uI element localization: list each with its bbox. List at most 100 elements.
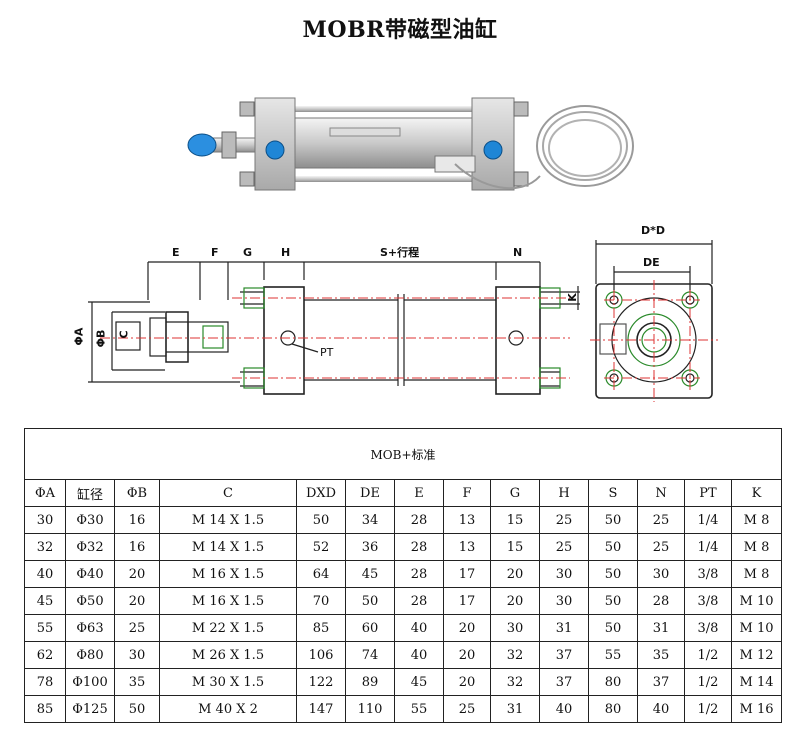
dim-label-phi-b: ΦB [94, 329, 108, 348]
table-cell: 1/2 [684, 695, 732, 723]
table-cell: 50 [588, 560, 638, 588]
table-cell: 25 [637, 506, 685, 534]
table-cell: 40 [394, 641, 444, 669]
header-cell: 缸径 [65, 479, 115, 507]
dim-label-h: H [281, 246, 291, 259]
table-cell: 1/4 [684, 506, 732, 534]
dim-label-f: F [211, 246, 219, 259]
dim-label-dd: D*D [641, 224, 666, 237]
header-cell: F [443, 479, 491, 507]
table-cell: M 10 [731, 614, 782, 642]
table-cell: 80 [588, 695, 638, 723]
table-cell: M 14 X 1.5 [159, 506, 297, 534]
table-cell: 35 [114, 668, 160, 696]
table-cell: 37 [539, 668, 589, 696]
table-cell: 85 [296, 614, 346, 642]
table-cell: 45 [394, 668, 444, 696]
table-cell: M 8 [731, 533, 782, 561]
table-cell: 122 [296, 668, 346, 696]
table-cell: 25 [539, 506, 589, 534]
table-cell: 40 [24, 560, 66, 588]
header-cell: DE [345, 479, 395, 507]
table-cell: 74 [345, 641, 395, 669]
table-cell: 30 [114, 641, 160, 669]
table-cell: 25 [539, 533, 589, 561]
table-cell: M 16 [731, 695, 782, 723]
dim-label-g: G [243, 246, 253, 259]
table-cell: 32 [24, 533, 66, 561]
table-cell: Φ30 [65, 506, 115, 534]
table-cell: 89 [345, 668, 395, 696]
header-cell: PT [684, 479, 732, 507]
table-cell: 64 [296, 560, 346, 588]
header-cell: H [539, 479, 589, 507]
table-cell: 28 [394, 506, 444, 534]
table-cell: 50 [588, 533, 638, 561]
header-cell: G [490, 479, 540, 507]
table-cell: 16 [114, 506, 160, 534]
table-cell: 30 [539, 587, 589, 615]
table-cell: Φ40 [65, 560, 115, 588]
table-cell: 30 [539, 560, 589, 588]
table-cell: 3/8 [684, 587, 732, 615]
table-cell: M 8 [731, 560, 782, 588]
dim-label-e: E [172, 246, 180, 259]
table-cell: 40 [637, 695, 685, 723]
table-cell: Φ100 [65, 668, 115, 696]
table-cell: 30 [490, 614, 540, 642]
table-cell: 31 [490, 695, 540, 723]
table-cell: 1/2 [684, 668, 732, 696]
header-cell: DXD [296, 479, 346, 507]
dim-label-c: C [117, 330, 131, 339]
table-cell: 17 [443, 560, 491, 588]
table-cell: M 14 X 1.5 [159, 533, 297, 561]
table-cell: 80 [588, 668, 638, 696]
table-cell: 37 [539, 641, 589, 669]
table-cell: M 26 X 1.5 [159, 641, 297, 669]
table-cell: Φ32 [65, 533, 115, 561]
table-cell: Φ50 [65, 587, 115, 615]
table-cell: 25 [443, 695, 491, 723]
table-cell: 13 [443, 506, 491, 534]
table-cell: 28 [637, 587, 685, 615]
table-cell: 20 [443, 614, 491, 642]
table-cell: M 16 X 1.5 [159, 560, 297, 588]
cylinder-product-photo [187, 97, 634, 191]
table-cell: 106 [296, 641, 346, 669]
table-cell: 40 [394, 614, 444, 642]
table-cell: M 10 [731, 587, 782, 615]
table-cell: 28 [394, 533, 444, 561]
table-cell: 36 [345, 533, 395, 561]
spec-table: MOB+标准 ΦA 缸径 ΦB C DXD DE E F G H S N PT … [24, 428, 782, 723]
table-cell: Φ63 [65, 614, 115, 642]
table-cell: 25 [637, 533, 685, 561]
table-cell: 50 [588, 614, 638, 642]
header-cell: N [637, 479, 685, 507]
table-cell: M 16 X 1.5 [159, 587, 297, 615]
table-cell: 50 [345, 587, 395, 615]
table-cell: 20 [443, 641, 491, 669]
table-cell: M 30 X 1.5 [159, 668, 297, 696]
table-cell: Φ125 [65, 695, 115, 723]
table-cell: 1/2 [684, 641, 732, 669]
table-cell: 3/8 [684, 560, 732, 588]
table-cell: Φ80 [65, 641, 115, 669]
table-cell: 50 [296, 506, 346, 534]
table-cell: 17 [443, 587, 491, 615]
header-cell: ΦA [24, 479, 66, 507]
table-cell: 50 [588, 587, 638, 615]
table-cell: 37 [637, 668, 685, 696]
header-cell: K [731, 479, 782, 507]
header-cell: S [588, 479, 638, 507]
table-cell: 147 [296, 695, 346, 723]
table-cell: M 40 X 2 [159, 695, 297, 723]
header-cell: E [394, 479, 444, 507]
page-title: MOBR带磁型油缸 [302, 17, 498, 43]
table-cell: 85 [24, 695, 66, 723]
table-cell: M 22 X 1.5 [159, 614, 297, 642]
table-header-row: ΦA 缸径 ΦB C DXD DE E F G H S N PT K [24, 479, 782, 507]
